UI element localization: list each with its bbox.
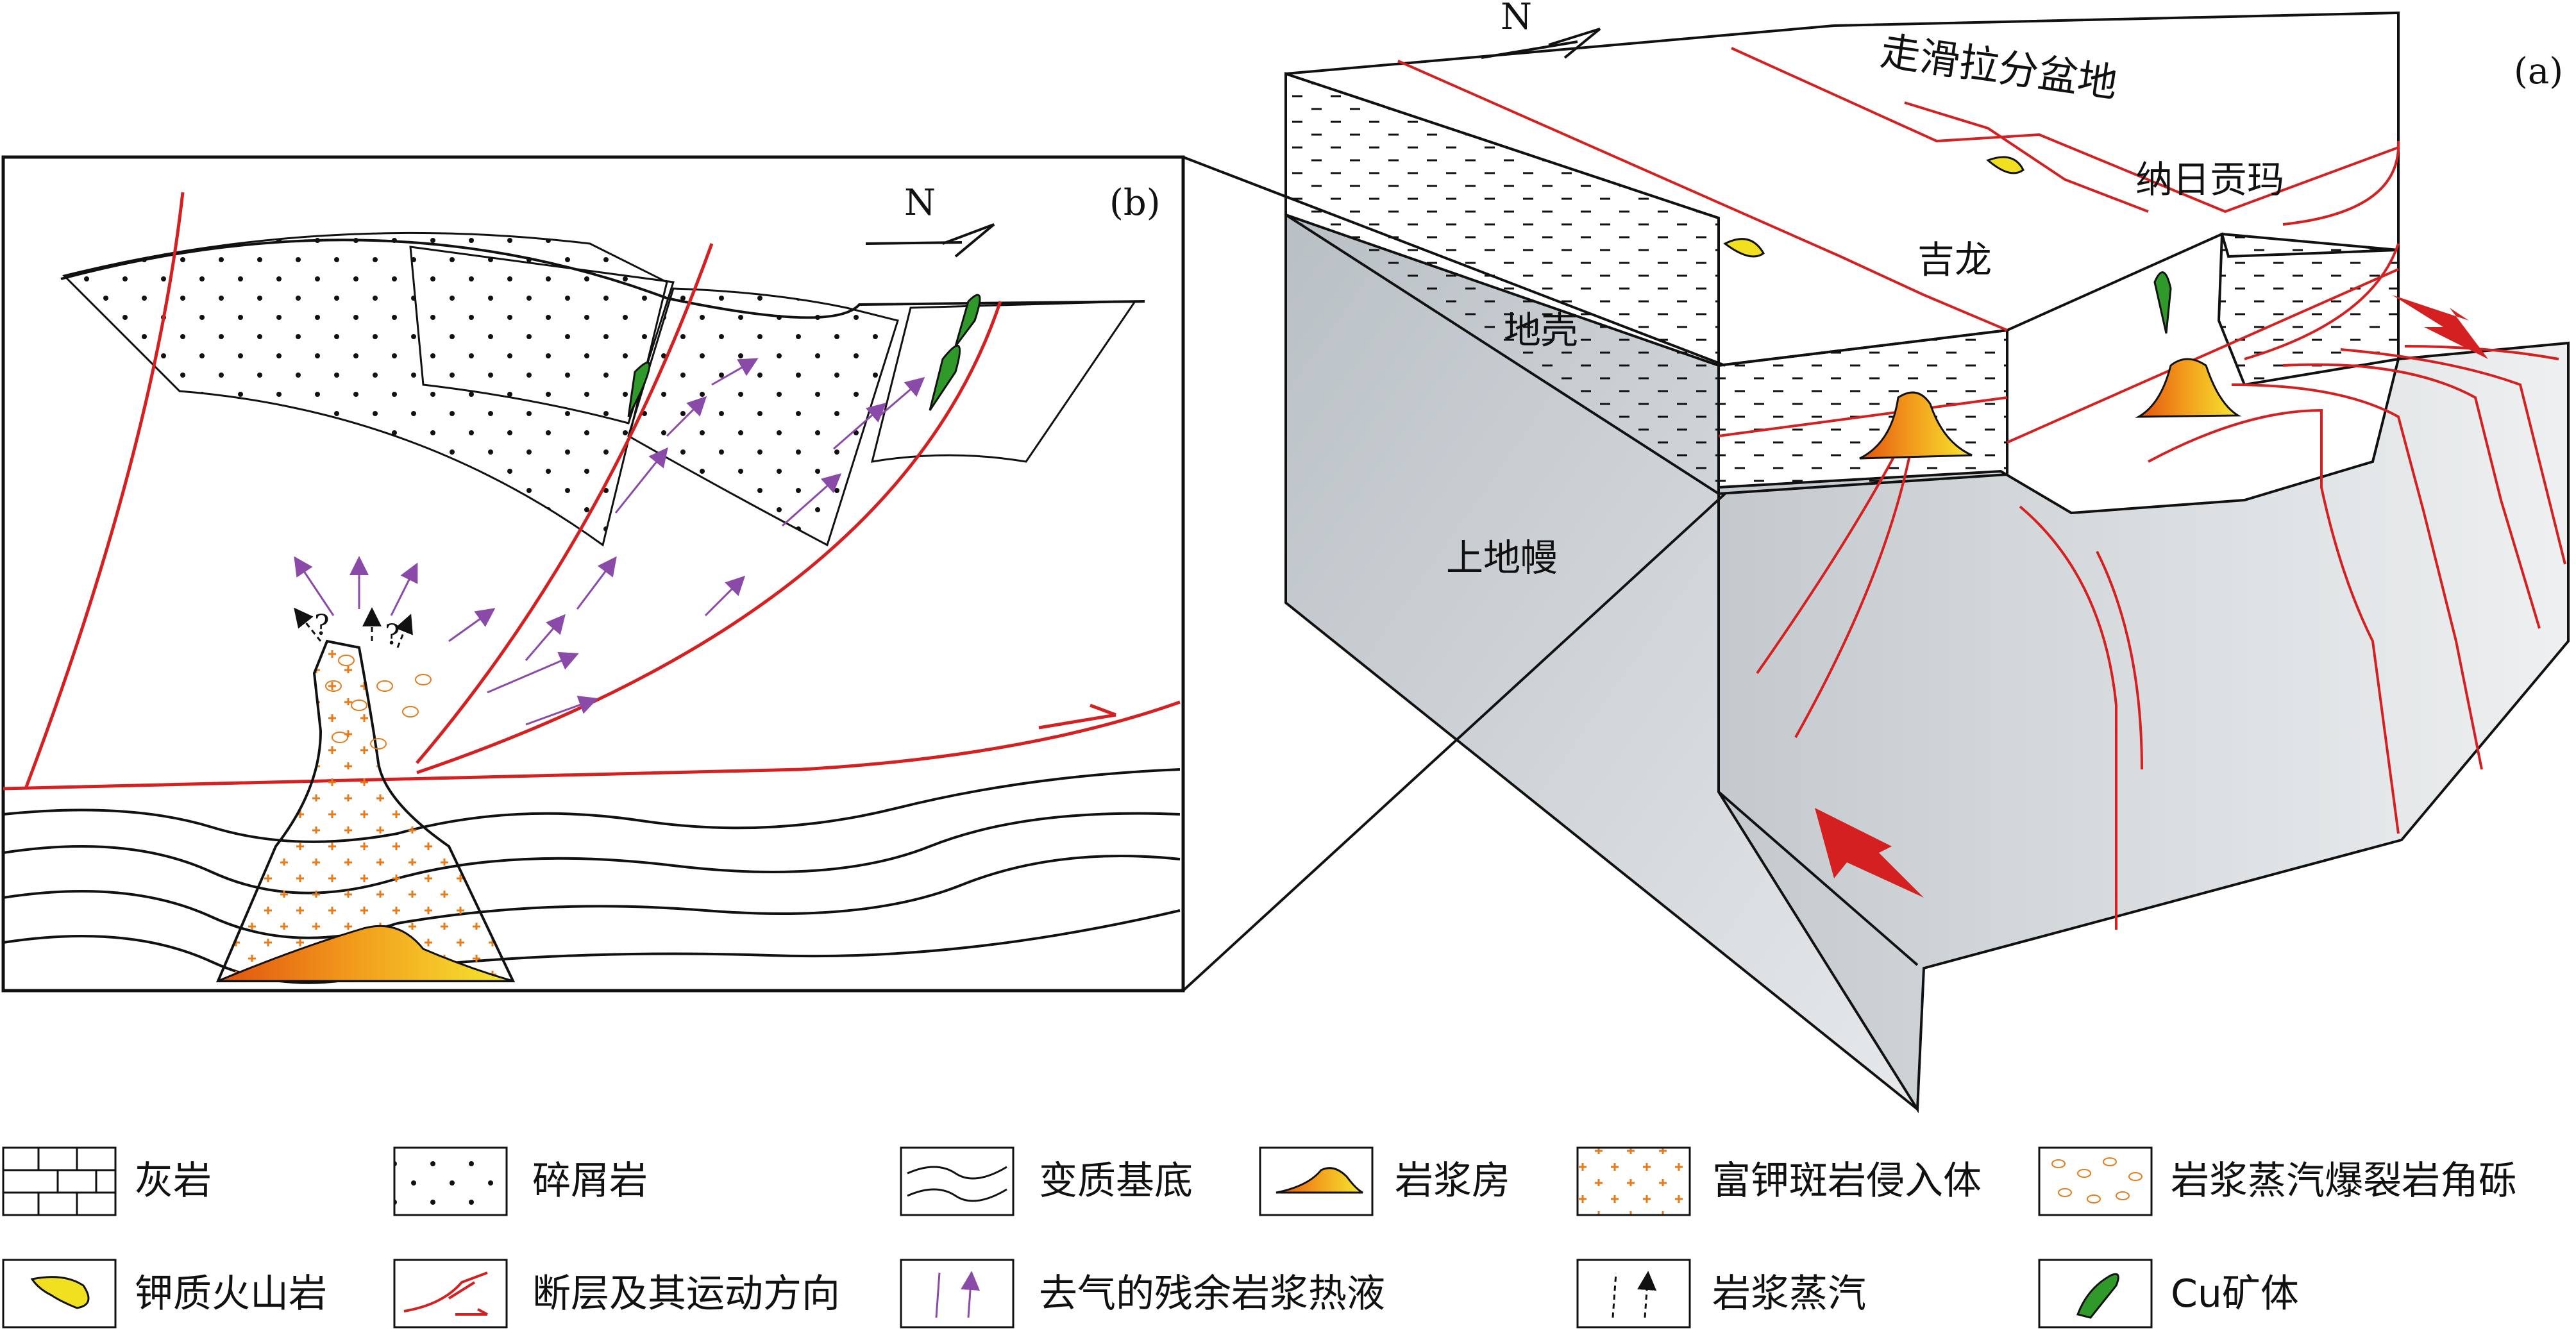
legend-label-magma-chamber: 岩浆房 (1395, 1159, 1510, 1203)
legend-label-fault: 断层及其运动方向 (532, 1271, 840, 1316)
ore-body-b-2 (929, 344, 961, 411)
magma-chamber-east (2135, 358, 2242, 418)
crust-label: 地壳 (1504, 308, 1578, 352)
hydrothermal-fluid-arrows (294, 358, 925, 726)
legend-item-limestone: 灰岩 (2, 1146, 212, 1216)
strata-limestone-east (870, 300, 1137, 463)
zoom-connector-upper (1183, 156, 1726, 367)
porphyry-intrusion (215, 639, 516, 982)
mantle-label: 上地幔 (1446, 536, 1558, 580)
fault-arrow-b (1038, 703, 1116, 730)
legend-item-breccia: 岩浆蒸汽爆裂岩角砾 (2038, 1146, 2517, 1216)
magma-vapor-arrows (294, 607, 413, 648)
magma-chamber-west (1859, 391, 1973, 460)
question-mark-1: ? (314, 609, 330, 642)
legend-item-magma-chamber: 岩浆房 (1259, 1146, 1510, 1216)
mantle-fault-curves (1756, 345, 2566, 930)
legend-item-volcanic: 钾质火山岩 (2, 1259, 327, 1329)
legend-item-fluid: 去气的残余岩浆热液 (900, 1260, 1385, 1329)
legend-label-volcanic: 钾质火山岩 (135, 1271, 327, 1316)
north-arrow-a-label: N (1501, 0, 1532, 38)
legend-item-cu-ore: Cu矿体 (2038, 1259, 2299, 1329)
legend-label-clastic: 碎屑岩 (532, 1159, 648, 1203)
legend-item-metamorphic: 变质基底 (900, 1146, 1193, 1216)
legend-item-porphyry: 富钾斑岩侵入体 (1576, 1146, 1982, 1216)
faults-b (3, 192, 1181, 791)
strata-limestone (409, 246, 675, 424)
surface-line (60, 239, 1145, 319)
legend-label-fluid: 去气的残余岩浆热液 (1039, 1271, 1385, 1316)
plate-motion-arrow-west (1815, 808, 1924, 898)
legend-label-vapor: 岩浆蒸汽 (1712, 1271, 1866, 1316)
plate-motion-arrow-east (2392, 295, 2488, 359)
zoom-connector-lower (1182, 492, 1726, 992)
deposit-west-label: 吉龙 (1917, 238, 1992, 281)
breccia-zone (325, 655, 432, 750)
panel-b: ? ? (b) N (1, 155, 1185, 993)
legend-item-fault: 断层及其运动方向 (393, 1259, 840, 1329)
deposit-east-label: 纳日贡玛 (2135, 158, 2284, 201)
legend-label-limestone: 灰岩 (135, 1159, 212, 1203)
panel-a: (a) N 走滑拉分盆地 纳日贡玛 吉龙 地壳 上地幔 (1284, 0, 2570, 1114)
legend-label-metamorphic: 变质基底 (1039, 1159, 1193, 1203)
mantle-right-block (1717, 341, 2570, 1114)
north-arrow-b (865, 223, 995, 258)
legend: 灰岩 碎屑岩 变质基底 岩浆房 富钾斑岩侵入体 (2, 1146, 2517, 1329)
ore-body-east (2153, 271, 2172, 334)
legend-label-breccia: 岩浆蒸汽爆裂岩角砾 (2171, 1159, 2517, 1203)
north-arrow-b-label: N (904, 182, 936, 224)
magma-chamber-b (217, 925, 514, 982)
panel-b-label: (b) (1109, 182, 1161, 224)
ore-body-b-3 (954, 294, 981, 347)
volcanic-rock-a-1 (1723, 238, 1765, 258)
legend-label-porphyry: 富钾斑岩侵入体 (1712, 1159, 1982, 1203)
volcanic-rock-a-2 (1986, 156, 2025, 174)
legend-item-clastic: 碎屑岩 (393, 1146, 648, 1216)
legend-label-cu-ore: Cu矿体 (2171, 1271, 2299, 1316)
strata-clastic-west (62, 231, 668, 547)
panel-a-label: (a) (2514, 51, 2563, 92)
question-mark-2: ? (385, 619, 400, 651)
north-arrow-a (1481, 28, 1601, 59)
fault-traces (1397, 47, 2400, 444)
ore-body-b-1 (627, 362, 651, 417)
legend-item-vapor: 岩浆蒸汽 (1576, 1260, 1866, 1329)
